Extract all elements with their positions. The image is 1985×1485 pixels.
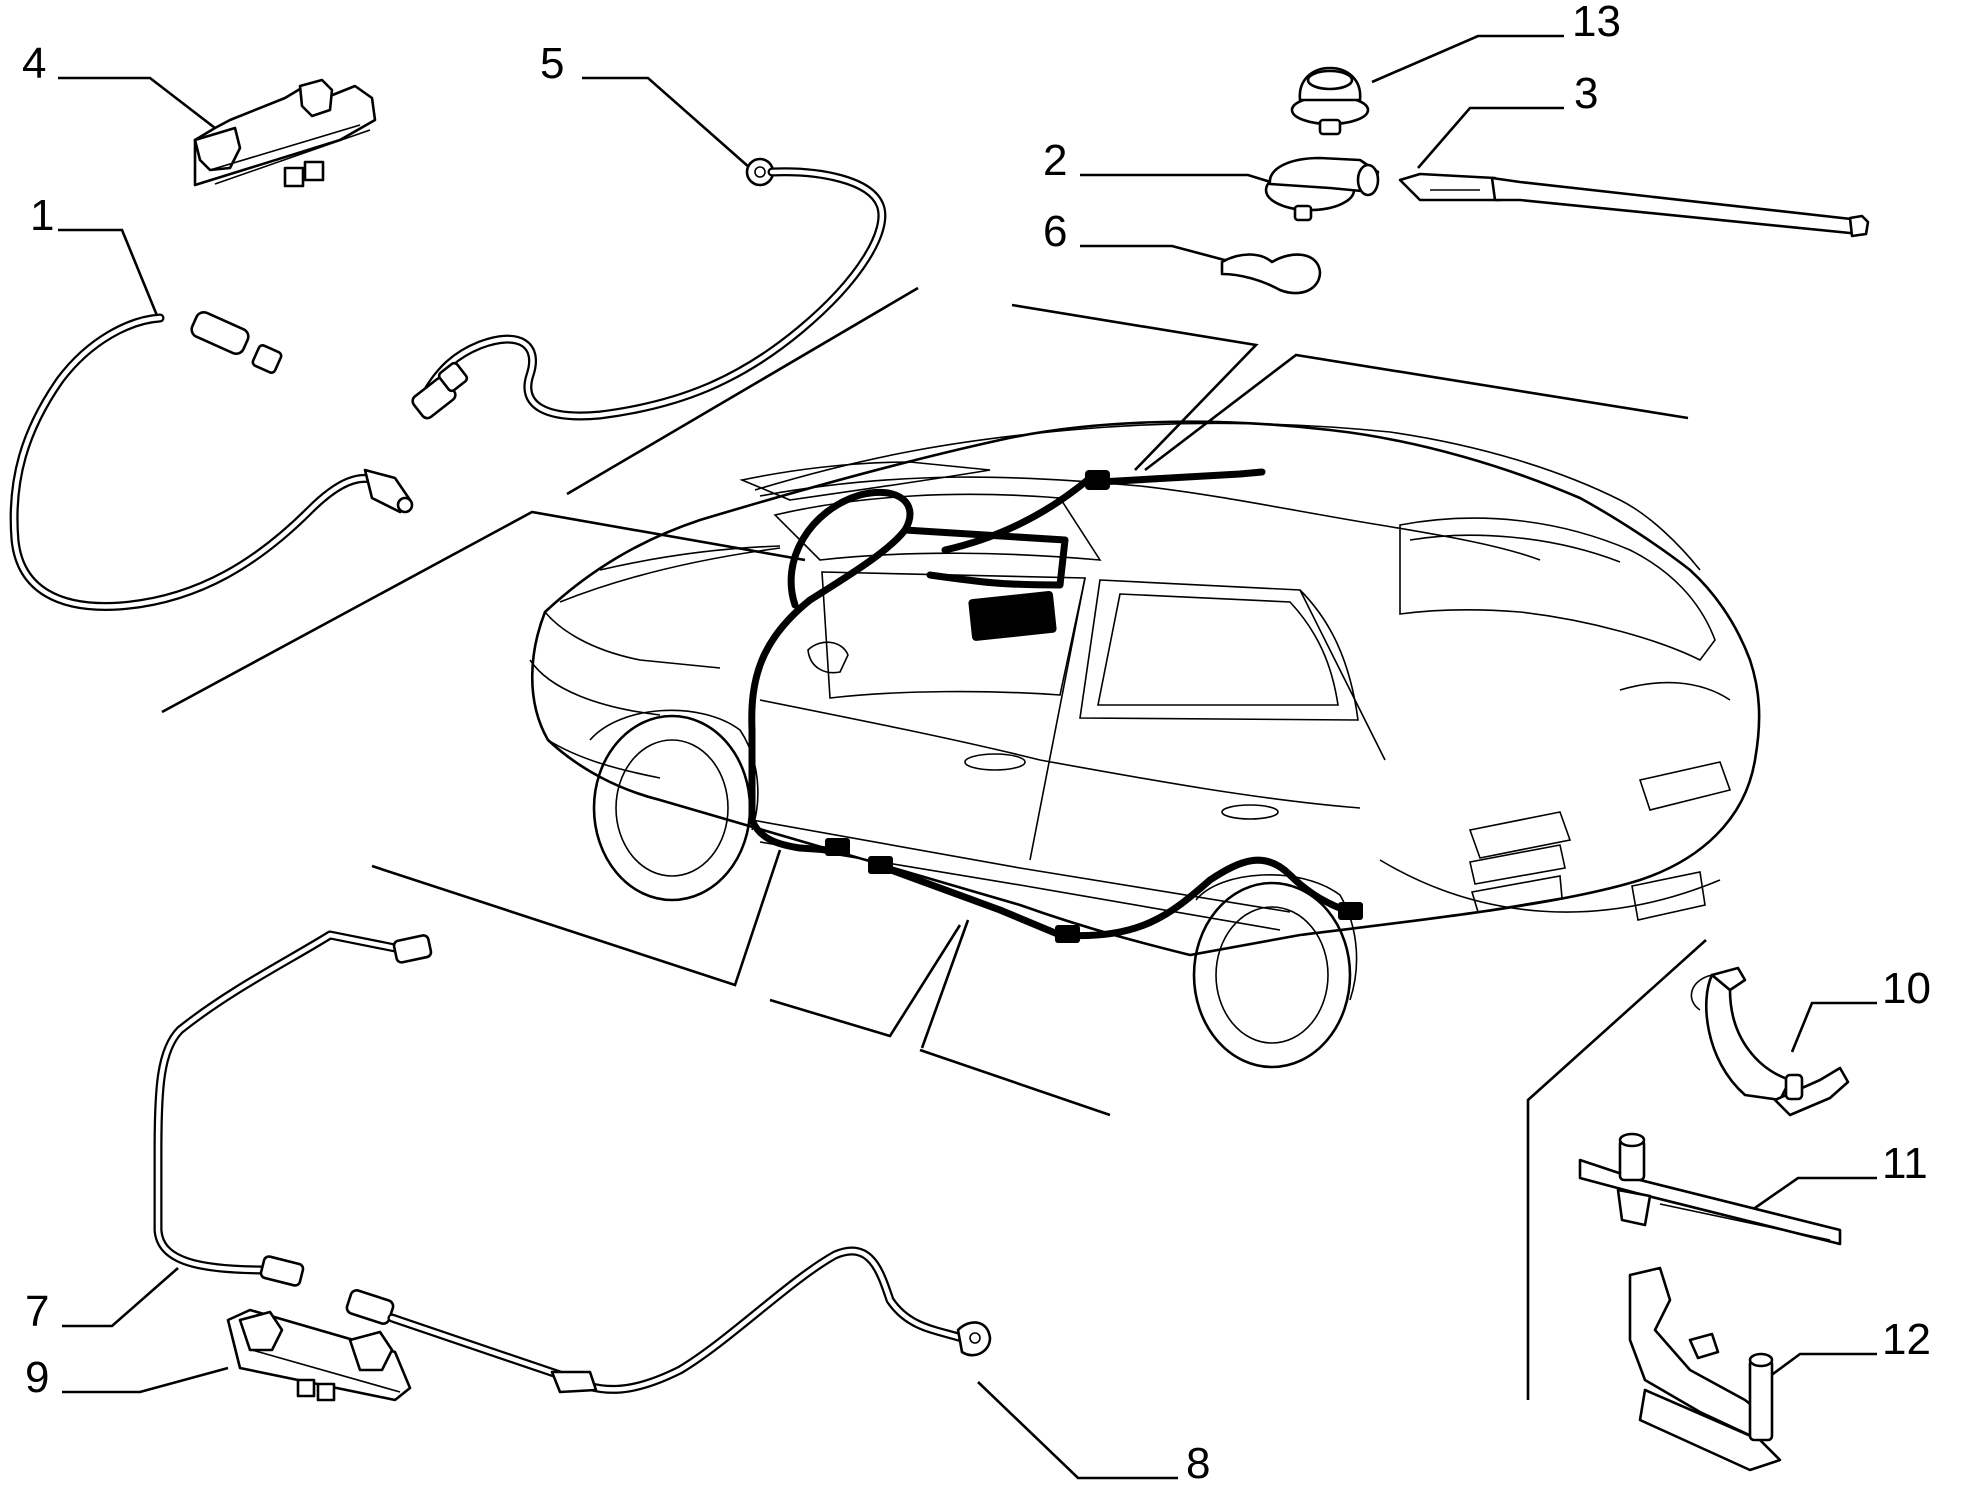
callout-label-11: 11 xyxy=(1882,1139,1928,1188)
callout-label-7: 7 xyxy=(25,1287,49,1336)
callout-label-5: 5 xyxy=(540,39,564,88)
callout-label-12: 12 xyxy=(1882,1315,1931,1364)
callout-label-4: 4 xyxy=(22,39,46,88)
leader-lines xyxy=(58,34,1877,1480)
part-13-grommet xyxy=(1290,66,1370,136)
part-5-cable xyxy=(411,157,887,421)
part-10-clip xyxy=(1690,966,1850,1117)
part-6-cap xyxy=(1220,253,1322,295)
part-9-bracket xyxy=(226,1308,412,1402)
callout-label-13: 13 xyxy=(1572,0,1621,46)
part-11-tie-strap xyxy=(1578,1132,1842,1246)
part-3-antenna-mast xyxy=(1398,172,1870,238)
part-4-bracket xyxy=(193,78,377,188)
callout-label-1: 1 xyxy=(30,191,54,240)
part-7-cable xyxy=(153,930,433,1287)
callout-label-6: 6 xyxy=(1043,207,1067,256)
car-body xyxy=(529,420,1761,1069)
callout-label-8: 8 xyxy=(1186,1439,1210,1485)
callout-label-9: 9 xyxy=(25,1353,49,1402)
callout-label-10: 10 xyxy=(1882,964,1931,1013)
part-8-cable xyxy=(345,1246,992,1394)
callout-labels: 4 1 5 13 3 2 6 10 11 12 7 9 8 xyxy=(22,0,1931,1485)
part-1-cable xyxy=(9,310,414,611)
callout-label-3: 3 xyxy=(1574,69,1598,118)
part-2-antenna-base xyxy=(1264,156,1380,222)
car-harness xyxy=(748,468,1363,943)
part-12-bracket xyxy=(1628,1266,1782,1472)
callout-label-2: 2 xyxy=(1043,136,1067,185)
